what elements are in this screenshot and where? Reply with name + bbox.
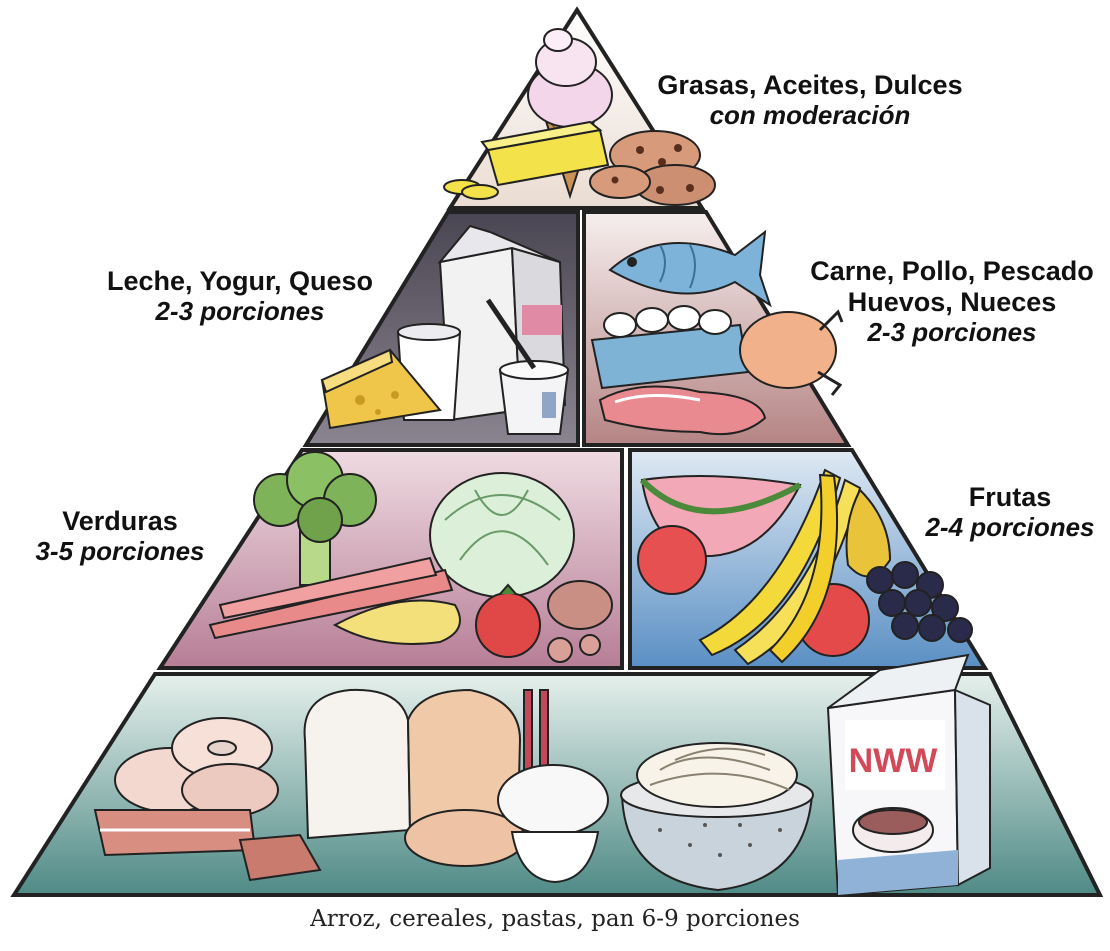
label-fruits-title: Frutas — [910, 482, 1110, 513]
label-dairy-subtitle: 2-3 porciones — [90, 297, 390, 327]
label-fats-sweets-title: Grasas, Aceites, Dulces — [620, 70, 1000, 101]
label-protein-line1: Carne, Pollo, Pescado — [792, 256, 1110, 287]
label-vegetables-subtitle: 3-5 porciones — [4, 537, 236, 567]
label-fruits-subtitle: 2-4 porciones — [910, 513, 1110, 543]
label-dairy: Leche, Yogur, Queso 2-3 porciones — [90, 266, 390, 327]
label-grains-caption: Arroz, cereales, pastas, pan 6-9 porcion… — [0, 906, 1110, 932]
label-protein-line2: Huevos, Nueces — [792, 287, 1110, 318]
label-fats-sweets-subtitle: con moderación — [620, 101, 1000, 131]
cereal-box-brand: NWW — [849, 742, 939, 780]
label-protein: Carne, Pollo, Pescado Huevos, Nueces 2-3… — [792, 256, 1110, 348]
label-fats-sweets: Grasas, Aceites, Dulces con moderación — [620, 70, 1000, 131]
label-dairy-title: Leche, Yogur, Queso — [90, 266, 390, 297]
label-protein-subtitle: 2-3 porciones — [792, 318, 1110, 348]
cabbage-icon — [430, 473, 574, 597]
label-fruits: Frutas 2-4 porciones — [910, 482, 1110, 543]
label-vegetables: Verduras 3-5 porciones — [4, 506, 236, 567]
label-vegetables-title: Verduras — [4, 506, 236, 537]
